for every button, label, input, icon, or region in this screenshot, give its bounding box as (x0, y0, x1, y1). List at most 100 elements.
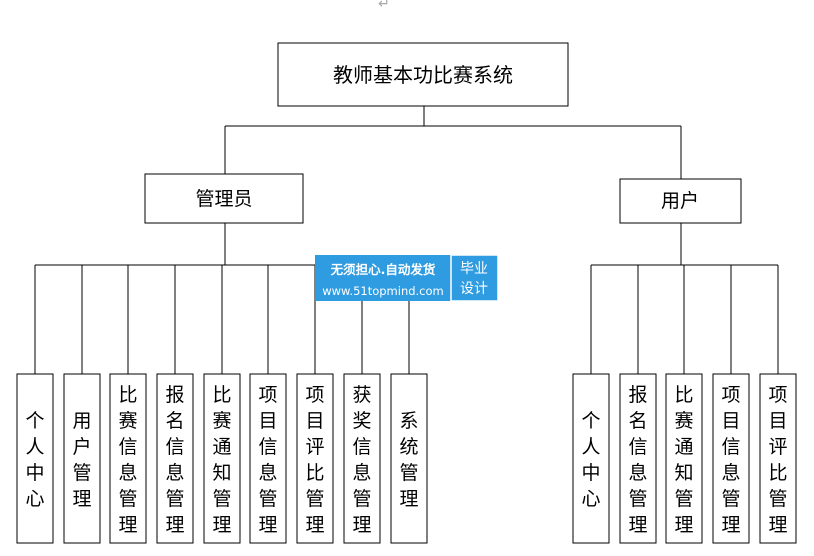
admin-leaf-char: 项 (258, 384, 277, 406)
user-leaf-char: 目 (721, 410, 740, 432)
user-leaf-box (712, 373, 750, 544)
admin-leaf-char: 理 (399, 488, 418, 510)
admin-leaf-char: 理 (165, 514, 184, 536)
admin-leaf-box (390, 373, 428, 544)
user-leaf-char: 赛 (674, 410, 693, 432)
admin-leaf-char: 统 (399, 436, 418, 458)
watermark: 无须担心.自动发货 www.51topmind.com 毕业 设计 (315, 254, 499, 302)
user-leaf-char: 理 (628, 514, 647, 536)
admin-leaf-box (16, 373, 54, 544)
admin-leaf-char: 评 (305, 436, 324, 458)
user-leaf-char: 管 (674, 488, 693, 510)
user-leaf-box (665, 373, 703, 544)
user-leaf-char: 人 (581, 436, 600, 458)
user-leaf-char: 管 (768, 488, 787, 510)
admin-leaf-box (296, 373, 334, 544)
user-leaf-box (572, 373, 610, 544)
admin-leaf-char: 信 (165, 436, 184, 458)
admin-leaf-char: 信 (118, 436, 137, 458)
admin-leaf-group: 个人中心用户管理比赛信息管理报名信息管理比赛通知管理项目信息管理项目评比管理获奖… (16, 373, 428, 544)
admin-leaf-char: 个 (25, 410, 44, 432)
admin-leaf-box (109, 373, 147, 544)
root-node-box (277, 42, 569, 107)
user-node: 用户 (619, 178, 742, 224)
user-leaf-box (619, 373, 657, 544)
user-leaf-char: 个 (581, 410, 600, 432)
user-leaf-char: 比 (674, 384, 693, 406)
admin-leaf-char: 信 (352, 436, 371, 458)
user-leaf-char: 评 (768, 436, 787, 458)
admin-leaf-char: 息 (352, 462, 371, 484)
user-leaf-char: 通 (674, 436, 693, 458)
admin-leaf-char: 管 (118, 488, 137, 510)
admin-leaf-box (343, 373, 381, 544)
admin-leaf-box (203, 373, 241, 544)
user-leaf-char: 目 (768, 410, 787, 432)
user-leaf-box (759, 373, 797, 544)
admin-leaf-char: 管 (352, 488, 371, 510)
admin-leaf-char: 比 (212, 384, 231, 406)
user-leaf-char: 理 (721, 514, 740, 536)
admin-leaf-char: 报 (165, 384, 184, 406)
admin-leaf-char: 用 (72, 410, 91, 432)
return-mark: ↵ (378, 0, 390, 12)
admin-leaf-char: 管 (305, 488, 324, 510)
root-node-label: 教师基本功比赛系统 (333, 63, 513, 87)
admin-leaf-char: 通 (212, 436, 231, 458)
watermark-side-line-2: 设计 (460, 281, 488, 297)
user-leaf-char: 理 (674, 514, 693, 536)
admin-leaf-box (156, 373, 194, 544)
admin-leaf-char: 赛 (118, 410, 137, 432)
user-leaf-char: 报 (628, 384, 647, 406)
admin-leaf-char: 管 (212, 488, 231, 510)
connector-lines (34, 106, 779, 374)
user-leaf-char: 管 (628, 488, 647, 510)
admin-leaf-char: 理 (258, 514, 277, 536)
admin-leaf-char: 信 (258, 436, 277, 458)
admin-node: 管理员 (144, 173, 304, 224)
admin-leaf-char: 理 (212, 514, 231, 536)
admin-leaf-char: 管 (165, 488, 184, 510)
user-leaf-char: 管 (721, 488, 740, 510)
admin-leaf-char: 目 (258, 410, 277, 432)
admin-leaf-char: 管 (258, 488, 277, 510)
user-leaf-char: 心 (581, 488, 600, 510)
admin-leaf-box (249, 373, 287, 544)
root-node: 教师基本功比赛系统 (277, 42, 569, 107)
admin-node-label: 管理员 (195, 188, 252, 210)
user-leaf-char: 知 (674, 462, 693, 484)
admin-leaf-char: 系 (399, 410, 418, 432)
admin-leaf-char: 知 (212, 462, 231, 484)
user-leaf-char: 项 (721, 384, 740, 406)
admin-leaf-char: 中 (25, 462, 44, 484)
admin-leaf-char: 赛 (212, 410, 231, 432)
admin-leaf-char: 项 (305, 384, 324, 406)
user-leaf-char: 名 (628, 410, 647, 432)
user-leaf-char: 信 (721, 436, 740, 458)
admin-leaf-char: 管 (72, 462, 91, 484)
admin-leaf-char: 息 (258, 462, 277, 484)
admin-leaf-char: 获 (352, 384, 371, 406)
admin-leaf-char: 心 (25, 488, 44, 510)
watermark-slogan: 无须担心.自动发货 (330, 262, 436, 277)
user-node-label: 用户 (661, 190, 699, 212)
admin-leaf-char: 理 (72, 488, 91, 510)
user-leaf-char: 比 (768, 462, 787, 484)
admin-leaf-char: 户 (72, 436, 91, 458)
admin-leaf-char: 人 (25, 436, 44, 458)
